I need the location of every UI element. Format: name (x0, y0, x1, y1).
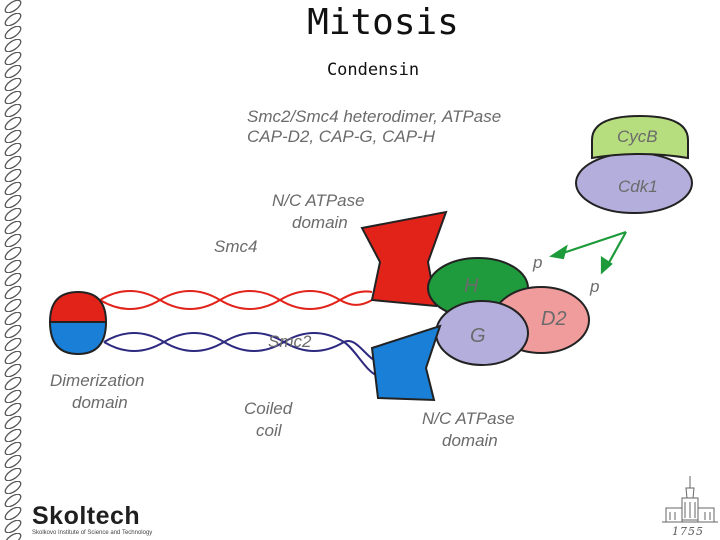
cdk1-label: Cdk1 (618, 177, 658, 196)
dimerization-domain (48, 290, 108, 356)
coiled-coil-label-1: Coiled (244, 399, 293, 418)
phospho-label-2: p (589, 277, 599, 296)
smc4-label: Smc4 (214, 237, 257, 256)
slide-title: Mitosis (307, 2, 459, 43)
phospho-label-1: p (532, 253, 542, 272)
university-building-crest (662, 476, 718, 523)
slide-subtitle: Condensin (326, 60, 420, 80)
skoltech-logo: Skoltech (32, 502, 141, 530)
diagram-header-line-2: CAP-D2, CAP-G, CAP-H (247, 127, 436, 146)
nc-atpase-top-label-2: domain (292, 213, 348, 232)
phosphorylation-arrows (549, 230, 627, 275)
smc4-coiled-coil (99, 290, 373, 310)
nc-atpase-bottom-label-1: N/C ATPase (422, 409, 515, 428)
smc4-hinge (48, 290, 108, 323)
coiled-coil-label-2: coil (256, 421, 283, 440)
decorative-chain-border (0, 0, 26, 540)
cap-d2-label: D2 (541, 308, 567, 330)
dimerization-label-2: domain (72, 393, 128, 412)
smc2-label: Smc2 (268, 332, 312, 351)
smc4-atpase-head (360, 210, 448, 308)
nc-atpase-bottom-label-2: domain (442, 431, 498, 450)
smc2-coiled-coil (103, 332, 379, 377)
cycb-shape (591, 114, 689, 160)
dimerization-label-1: Dimerization (50, 371, 144, 390)
cdk1-cycb-complex: CycB Cdk1 (575, 114, 693, 214)
crest-year: 1755 (672, 525, 704, 538)
skoltech-logo-subtitle: Skolkovo Institute of Science and Techno… (32, 530, 153, 536)
cap-h-label: H (464, 275, 479, 297)
nc-atpase-top-label-1: N/C ATPase (272, 191, 365, 210)
smc2-atpase-head (370, 324, 442, 402)
cycb-label: CycB (617, 127, 658, 146)
cap-g-label: G (470, 325, 486, 347)
smc2-hinge (48, 321, 108, 356)
diagram-header-line-1: Smc2/Smc4 heterodimer, ATPase (247, 107, 501, 126)
